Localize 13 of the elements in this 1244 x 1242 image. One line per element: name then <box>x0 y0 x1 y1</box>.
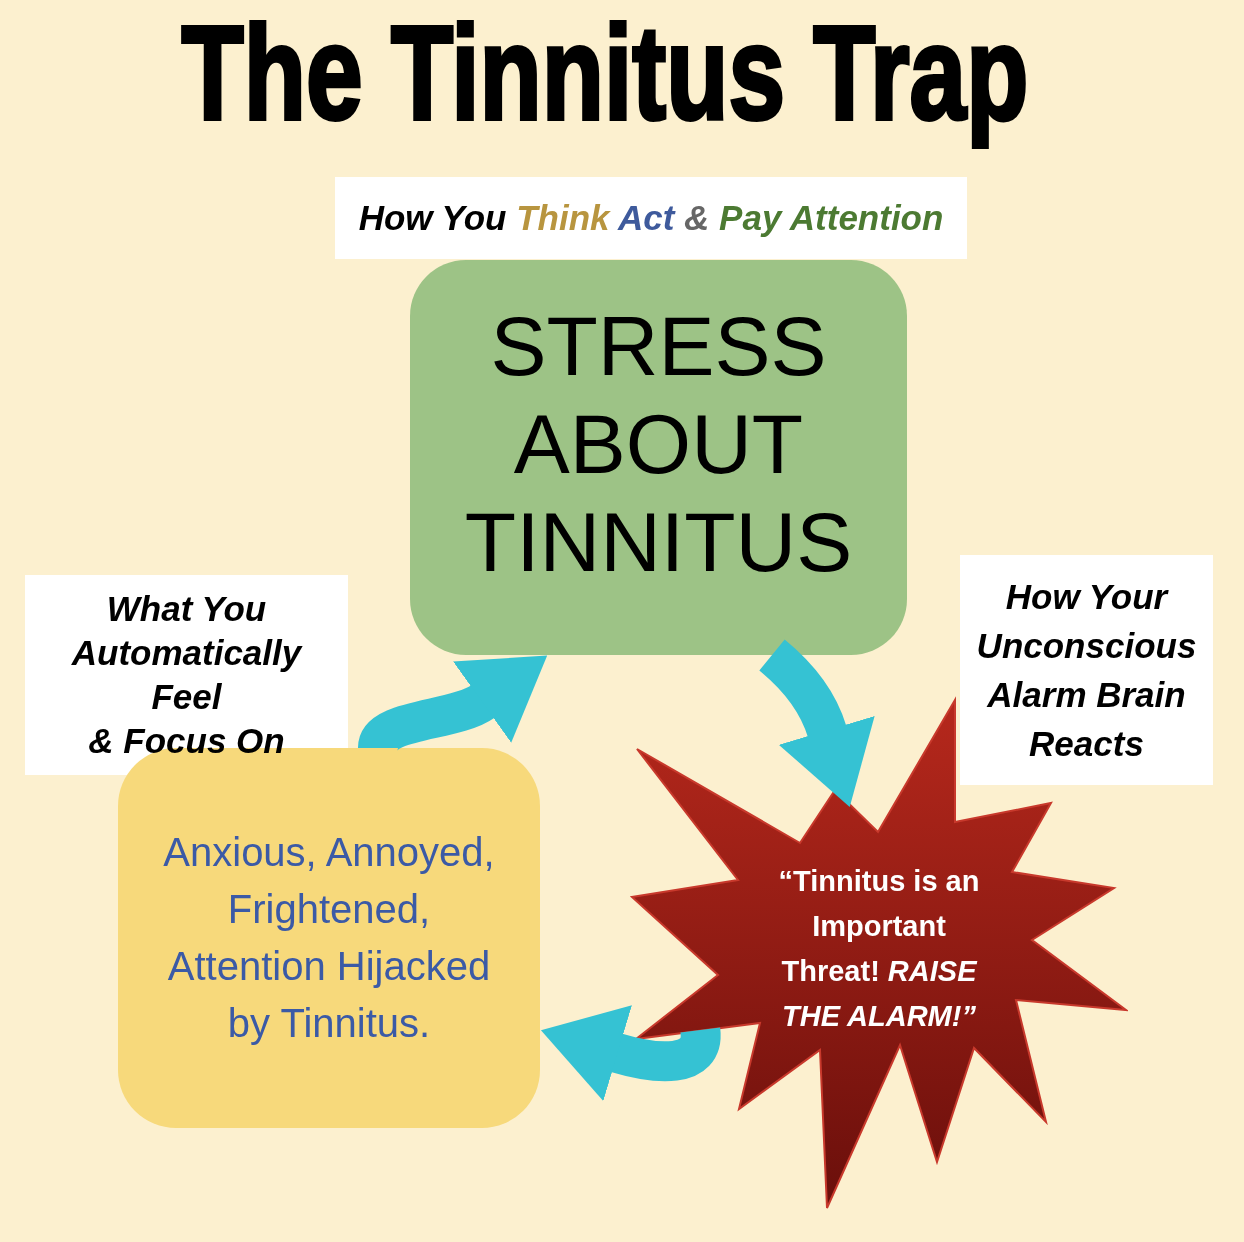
caption-box <box>335 177 967 259</box>
curved-arrow <box>759 639 875 807</box>
title: The Tinnitus Trap <box>180 6 1030 149</box>
caption-box <box>960 555 1213 785</box>
stage-text: Anxious, Annoyed, Frightened, Attention Hijacked by Tinnitus. <box>162 829 496 1047</box>
alarm-quote: “Tinnitus is an Important Threat! RAISE THE ALARM!” <box>777 863 981 1034</box>
stage-box <box>410 260 907 655</box>
stage-caption: How Your Unconscious Alarm Brain Reacts <box>975 576 1198 765</box>
stage-caption: How You Think Act & Pay Attention <box>357 197 945 240</box>
stage-caption: What You Automatically Feel & Focus On <box>70 588 304 762</box>
caption-box <box>25 575 348 775</box>
stage-title: STRESS ABOUT TINNITUS <box>463 297 854 591</box>
curved-arrow <box>540 1004 721 1102</box>
